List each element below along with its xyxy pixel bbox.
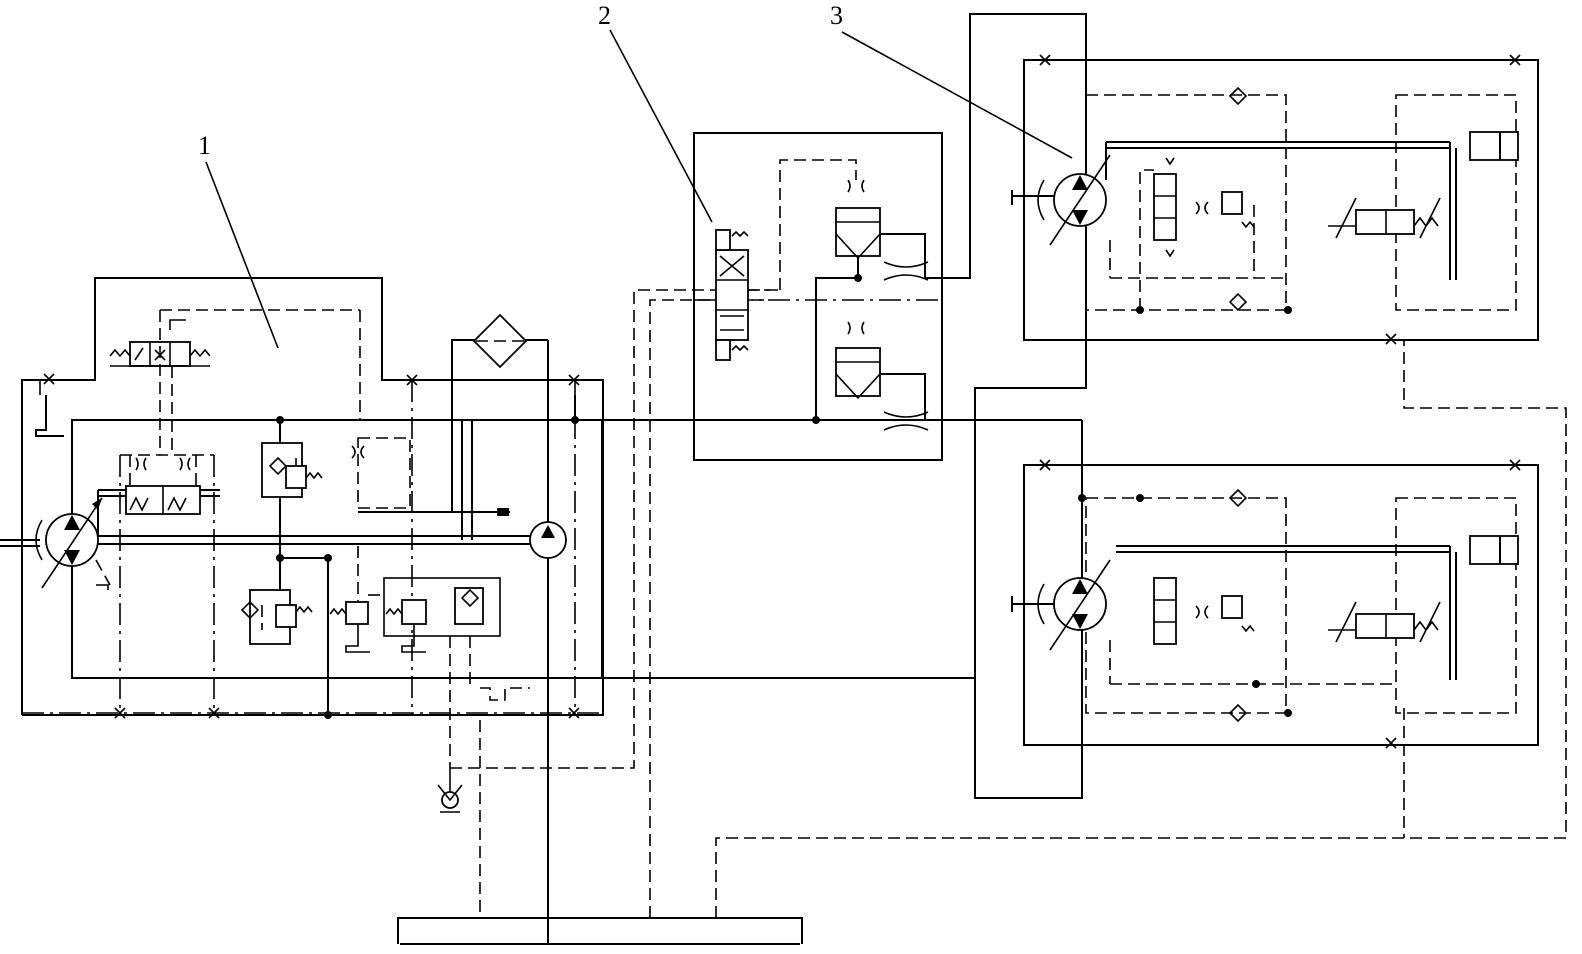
solenoid-valve-3-upper (1328, 197, 1441, 239)
callout-label-2: 2 (598, 1, 611, 30)
check-relief-valve-lower (240, 554, 332, 719)
pilot-orifice-1 (351, 437, 510, 516)
directional-valve-1 (109, 309, 361, 455)
cylinder-3-lower (1449, 535, 1519, 680)
logic-valve-upper (815, 13, 1087, 799)
filter (451, 313, 548, 540)
unit-2-outline (693, 132, 943, 461)
callout-label-3: 3 (830, 1, 843, 30)
suction-check-valve (437, 770, 463, 813)
main-supply-lines (72, 395, 1082, 424)
motor-3-lower (1011, 494, 1450, 651)
cylinder-3-upper (1449, 131, 1519, 280)
check-relief-valve-upper (261, 416, 323, 598)
callout-2: 2 (598, 1, 713, 223)
unit-3-upper-outline (1023, 54, 1539, 345)
charge-pump (529, 340, 567, 944)
motor-3-upper (1011, 141, 1450, 246)
control-valves-3-upper (1109, 86, 1292, 314)
control-valve-1 (120, 454, 214, 515)
directional-valve-2 (715, 159, 857, 361)
reservoir-lines (72, 289, 1567, 945)
tank-symbol-1 (35, 395, 64, 437)
unit-1-cross-marks (43, 373, 580, 719)
callout-label-1: 1 (198, 131, 211, 160)
callout-3: 3 (830, 1, 1073, 159)
pressure-valves-charge (329, 546, 501, 653)
main-pump-1 (0, 497, 111, 590)
logic-valve-lower (812, 321, 929, 431)
control-valves-3-lower (1109, 488, 1396, 723)
solenoid-valve-3-lower (1328, 601, 1441, 643)
callout-1: 1 (198, 131, 279, 349)
